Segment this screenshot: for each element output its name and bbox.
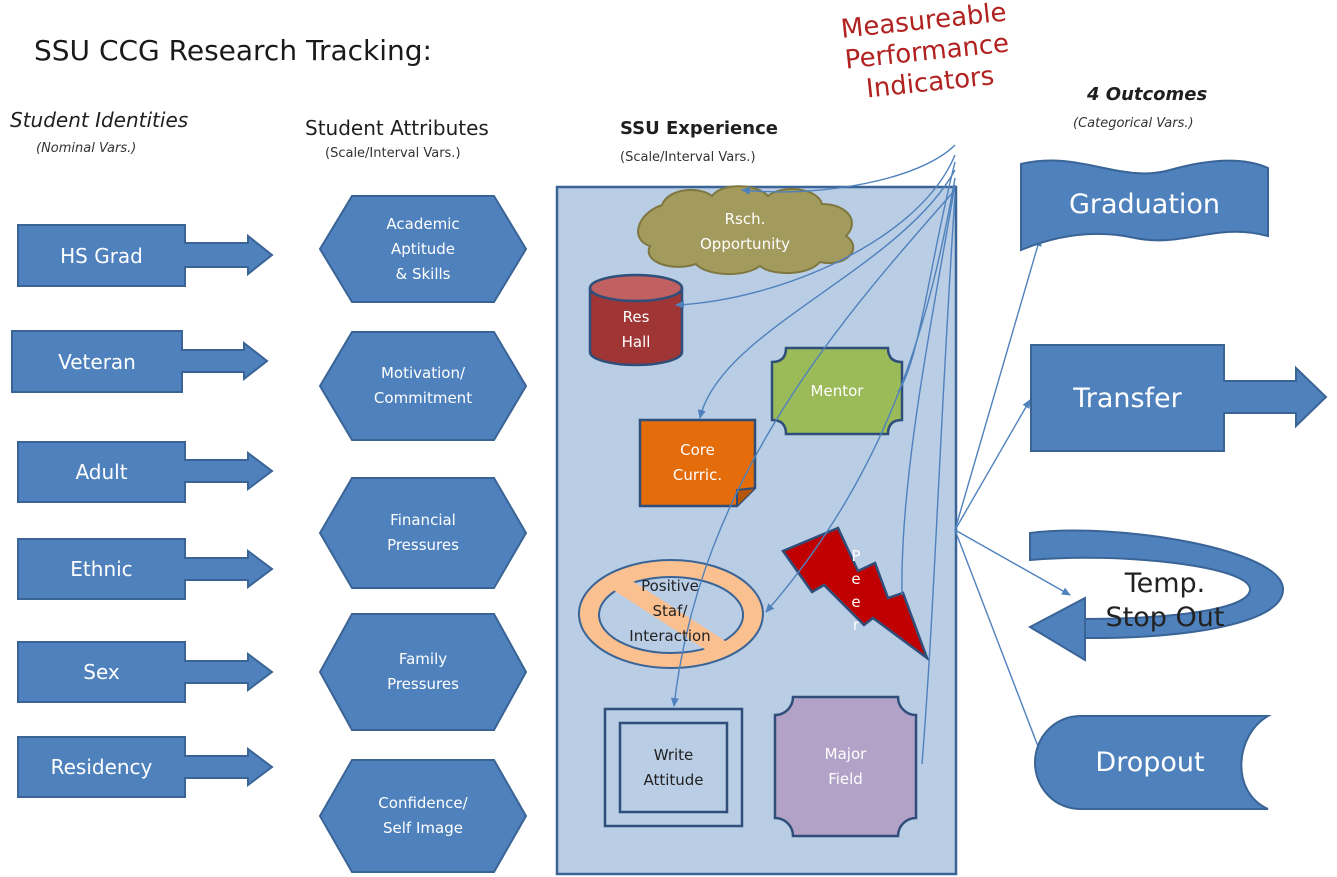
identities-subheading: (Nominal Vars.) bbox=[36, 141, 137, 156]
hexagon-motivation bbox=[318, 331, 528, 441]
res-hall-cylinder bbox=[588, 273, 684, 367]
identity-box-veteran bbox=[11, 330, 269, 393]
write-attitude-frame bbox=[603, 707, 744, 828]
identity-box-hs-grad bbox=[17, 224, 274, 287]
hexagon-academic bbox=[318, 195, 528, 303]
rsch-cloud-shape bbox=[637, 185, 855, 276]
dropout-shape bbox=[1034, 715, 1272, 810]
staff-no-symbol bbox=[577, 559, 764, 669]
hexagon-financial bbox=[318, 477, 528, 589]
transfer-shape bbox=[1030, 344, 1328, 452]
outcomes-subheading: (Categorical Vars.) bbox=[1073, 116, 1194, 131]
identities-heading: Student Identities bbox=[10, 108, 189, 132]
experience-heading: SSU Experience bbox=[620, 118, 778, 139]
peer-lightning-shape bbox=[781, 526, 930, 662]
stopout-circular-arrow bbox=[1027, 529, 1285, 662]
graduation-wave-shape bbox=[1020, 159, 1269, 252]
identity-boxes bbox=[11, 224, 274, 798]
identity-box-ethnic bbox=[17, 538, 274, 600]
outcome-connectors bbox=[954, 237, 1071, 763]
hexagon-confidence bbox=[318, 759, 528, 873]
outcomes-heading: 4 Outcomes bbox=[1087, 84, 1208, 105]
page-title: SSU CCG Research Tracking: bbox=[34, 34, 432, 67]
mpi-connectors bbox=[670, 144, 956, 765]
attributes-subheading: (Scale/Interval Vars.) bbox=[325, 146, 461, 161]
identity-box-adult bbox=[17, 441, 274, 503]
identity-box-residency bbox=[17, 736, 274, 798]
major-field-shape bbox=[773, 695, 918, 838]
attribute-hexagons bbox=[318, 195, 528, 873]
hexagon-family bbox=[318, 613, 528, 731]
attributes-heading: Student Attributes bbox=[305, 116, 489, 140]
mentor-shape bbox=[770, 346, 904, 436]
identity-box-sex bbox=[17, 641, 274, 703]
experience-subheading: (Scale/Interval Vars.) bbox=[620, 150, 756, 165]
